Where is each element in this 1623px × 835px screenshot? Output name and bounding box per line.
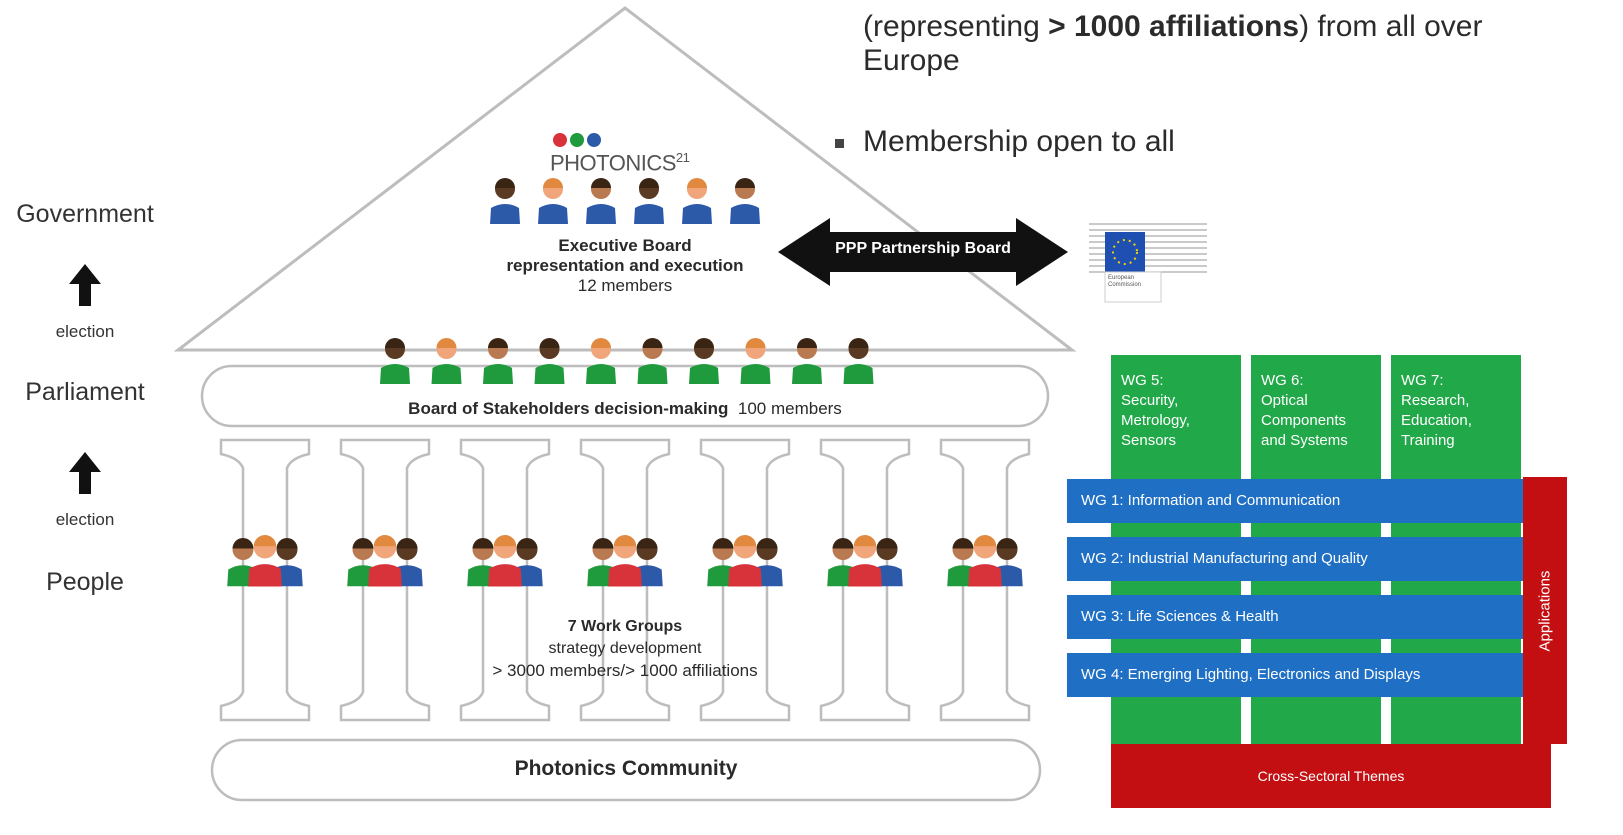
cross-sectoral-label: Cross-Sectoral Themes <box>1257 768 1405 784</box>
person-icon <box>538 178 568 224</box>
pillar <box>939 438 1031 722</box>
wg-title: 7 Work Groups <box>567 618 683 635</box>
person-icon <box>682 178 712 224</box>
person-icon <box>608 535 642 587</box>
person-icon <box>968 535 1002 587</box>
pillar <box>459 438 551 722</box>
person-icon <box>431 338 462 384</box>
exec-sub: representation and execution <box>506 256 744 275</box>
wg-column-line: and Systems <box>1261 432 1348 449</box>
person-icon <box>586 178 616 224</box>
person-icon <box>634 178 664 224</box>
wg-column-line: Components <box>1261 412 1347 429</box>
person-icon <box>248 535 282 587</box>
wg-column-line: Metrology, <box>1121 412 1190 429</box>
bullet-line-1: (representing > 1000 affiliations) from … <box>863 10 1483 43</box>
pillar <box>219 438 311 722</box>
person-icon <box>380 338 410 384</box>
work-groups-text: 7 Work Groups strategy development > 300… <box>420 616 830 682</box>
ppp-double-arrow <box>778 218 1068 286</box>
exec-title: Executive Board <box>558 236 692 255</box>
exec-members: 12 members <box>577 276 673 295</box>
wg-row: WG 1: Information and Communication <box>1067 479 1523 523</box>
arrow-up-icon <box>69 452 101 494</box>
board-of-stakeholders-text: Board of Stakeholders decision-making 10… <box>408 399 842 418</box>
wg-members: > 3000 members/> 1000 affiliations <box>492 661 758 680</box>
pillar <box>339 438 431 722</box>
wg-row: WG 2: Industrial Manufacturing and Quali… <box>1067 537 1523 581</box>
house-diagram <box>173 6 1077 802</box>
label-people: People <box>46 568 124 596</box>
executive-board-people <box>490 178 760 224</box>
person-icon <box>637 338 668 384</box>
pillar <box>699 438 791 722</box>
person-icon <box>843 338 874 384</box>
applications-label: Applications <box>1536 570 1554 651</box>
wg-column-line: WG 7: <box>1401 372 1444 389</box>
european-commission-logo <box>1089 223 1207 303</box>
pillar <box>579 438 671 722</box>
person-icon <box>586 338 616 384</box>
community-base <box>210 738 1042 802</box>
wg-column-line: WG 5: <box>1121 372 1164 389</box>
label-government: Government <box>16 200 154 228</box>
photonics-logo: PHOTONICS21 <box>550 150 690 176</box>
person-icon <box>483 338 513 384</box>
photonics-logo-dots <box>553 133 601 147</box>
wg-column-line: Education, <box>1401 412 1472 429</box>
person-icon <box>728 535 762 587</box>
bullet-line-3: Membership open to all <box>863 125 1175 158</box>
person-icon <box>730 178 760 224</box>
stakeholders-beam <box>200 364 1050 428</box>
wg-row: WG 3: Life Sciences & Health <box>1067 595 1523 639</box>
label-parliament: Parliament <box>25 378 145 406</box>
person-icon <box>848 535 882 587</box>
wg-column-line: Research, <box>1401 392 1470 409</box>
person-icon <box>368 535 402 587</box>
person-icon <box>740 338 771 384</box>
cross-sectoral-bar: Cross-Sectoral Themes <box>1111 744 1551 808</box>
person-icon <box>488 535 522 587</box>
wg-column-line: Training <box>1401 432 1455 449</box>
arrow-up-icon <box>69 264 101 306</box>
executive-board-text: Executive Board representation and execu… <box>470 236 780 296</box>
wg-row: WG 4: Emerging Lighting, Electronics and… <box>1067 653 1523 697</box>
community-label: Photonics Community <box>514 757 738 780</box>
ppp-label: PPP Partnership Board <box>835 240 1011 257</box>
wg-column-line: Sensors <box>1121 432 1177 449</box>
roof <box>173 6 1077 352</box>
person-icon <box>792 338 822 384</box>
wg-column-line: Security, <box>1121 392 1179 409</box>
person-icon <box>490 178 520 224</box>
label-election-bottom: election <box>55 510 115 529</box>
applications-bar: Applications <box>1523 477 1567 744</box>
person-icon <box>534 338 565 384</box>
person-icon <box>689 338 719 384</box>
bullet-line-2: Europe <box>863 44 960 77</box>
pillar <box>819 438 911 722</box>
bullet-marker <box>835 139 844 148</box>
stakeholder-people <box>380 338 874 384</box>
wg-column-line: WG 6: <box>1261 372 1304 389</box>
wg-sub: strategy development <box>548 640 702 657</box>
label-election-top: election <box>55 322 115 341</box>
ec-label: European Commission <box>1108 275 1142 288</box>
wg-column-line: Optical <box>1261 392 1308 409</box>
